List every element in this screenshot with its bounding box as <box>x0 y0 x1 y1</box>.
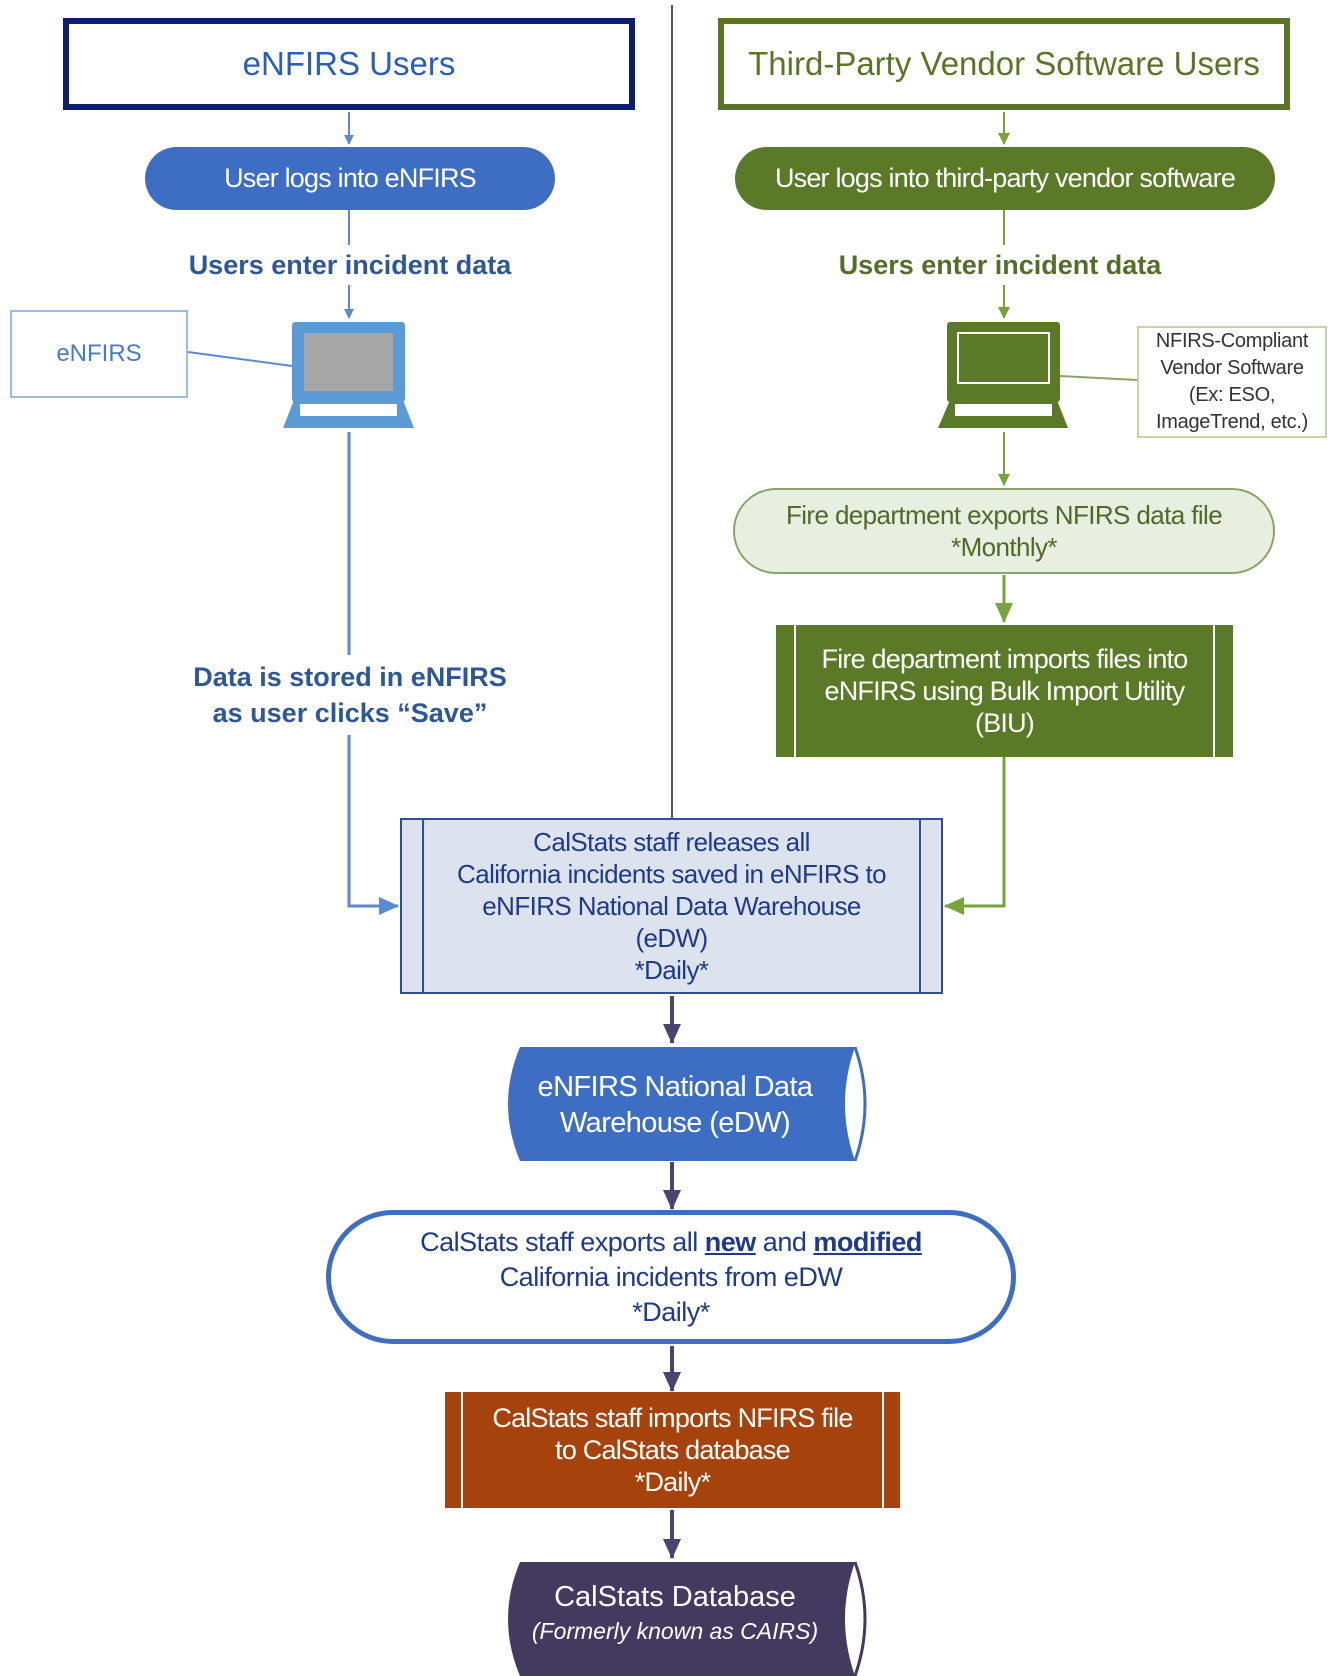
edw-line-1: eNFIRS National Data <box>537 1071 814 1103</box>
laptop-icon <box>283 322 414 428</box>
biu-import-step: Fire department imports files into eNFIR… <box>776 625 1233 757</box>
enfirs-login-step: User logs into eNFIRS <box>145 147 555 210</box>
export-daily-line-3: *Daily* <box>632 1296 710 1327</box>
import-line-2: to CalStats database <box>555 1435 790 1465</box>
calstats-export-step: CalStats staff exports all new and modif… <box>326 1210 1016 1344</box>
export-daily-line-1: CalStats staff exports all new and modif… <box>420 1225 922 1260</box>
calstats-release-step: CalStats staff releases all California i… <box>400 818 943 994</box>
biu-line-2: eNFIRS using Bulk Import Utility <box>824 676 1185 706</box>
calstats-import-step: CalStats staff imports NFIRS file to Cal… <box>445 1392 900 1508</box>
import-line-3: *Daily* <box>634 1467 711 1497</box>
export-prefix: CalStats staff exports all <box>420 1226 705 1257</box>
biu-line-3: (BIU) <box>975 708 1035 738</box>
enfirs-callout: eNFIRS <box>10 310 188 398</box>
edw-label: eNFIRS National Data Warehouse (eDW) <box>500 1062 850 1148</box>
data-stored-label: Data is stored in eNFIRS as user clicks … <box>150 655 550 735</box>
data-stored-line-1: Data is stored in eNFIRS <box>193 662 507 692</box>
release-line-1: CalStats staff releases all <box>533 827 810 857</box>
callout-line-left <box>187 351 293 367</box>
process-bar-left <box>422 820 424 992</box>
enfirs-users-header: eNFIRS Users <box>63 18 635 110</box>
process-bar-right <box>1213 625 1215 757</box>
release-line-2: California incidents saved in eNFIRS to <box>457 859 887 889</box>
enfirs-enter-data-label: Users enter incident data <box>188 249 512 280</box>
laptop-icon <box>938 322 1068 428</box>
vendor-callout-line-4: ImageTrend, etc.) <box>1156 411 1308 433</box>
vendor-enter-data-label: Users enter incident data <box>838 249 1162 280</box>
edw-shape <box>508 1046 867 1162</box>
vendor-login-step: User logs into third-party vendor softwa… <box>735 147 1275 210</box>
release-line-5: *Daily* <box>634 955 709 985</box>
arrow-biu-to-release <box>944 757 1006 915</box>
calstats-db-shape <box>508 1561 867 1676</box>
biu-line-1: Fire department imports files into <box>821 644 1189 674</box>
calstats-db-subtitle: (Formerly known as CAIRS) <box>531 1618 819 1644</box>
release-line-4: (eDW) <box>635 923 708 953</box>
data-stored-line-2: as user clicks “Save” <box>212 698 488 728</box>
modified-emphasis: modified <box>813 1226 922 1257</box>
vendor-callout-line-2: Vendor Software <box>1160 357 1304 379</box>
arrow-stored-to-release <box>347 735 399 915</box>
new-emphasis: new <box>704 1226 757 1257</box>
vendor-callout-line-1: NFIRS-Compliant <box>1155 330 1309 352</box>
process-bar-right <box>882 1392 884 1508</box>
vendor-callout-line-3: (Ex: ESO, <box>1188 384 1276 406</box>
process-bar-left <box>794 625 796 757</box>
vendor-software-callout: NFIRS-Compliant Vendor Software (Ex: ESO… <box>1137 326 1327 438</box>
calstats-db-title: CalStats Database <box>554 1581 796 1613</box>
process-bar-left <box>461 1392 463 1508</box>
export-and: and <box>755 1226 814 1257</box>
vendor-users-header: Third-Party Vendor Software Users <box>718 18 1290 110</box>
export-monthly-line-2: *Monthly* <box>951 532 1057 562</box>
release-line-3: eNFIRS National Data Warehouse <box>482 891 861 921</box>
import-line-1: CalStats staff imports NFIRS file <box>492 1403 853 1433</box>
edw-line-2: Warehouse (eDW) <box>559 1107 791 1139</box>
calstats-database-label: CalStats Database (Formerly known as CAI… <box>500 1567 850 1657</box>
callout-line-right <box>1059 375 1138 381</box>
export-monthly-line-1: Fire department exports NFIRS data file <box>785 500 1223 530</box>
export-daily-line-2: California incidents from eDW <box>499 1261 843 1292</box>
process-bar-right <box>919 820 921 992</box>
fire-dept-export-step: Fire department exports NFIRS data file … <box>733 488 1275 574</box>
